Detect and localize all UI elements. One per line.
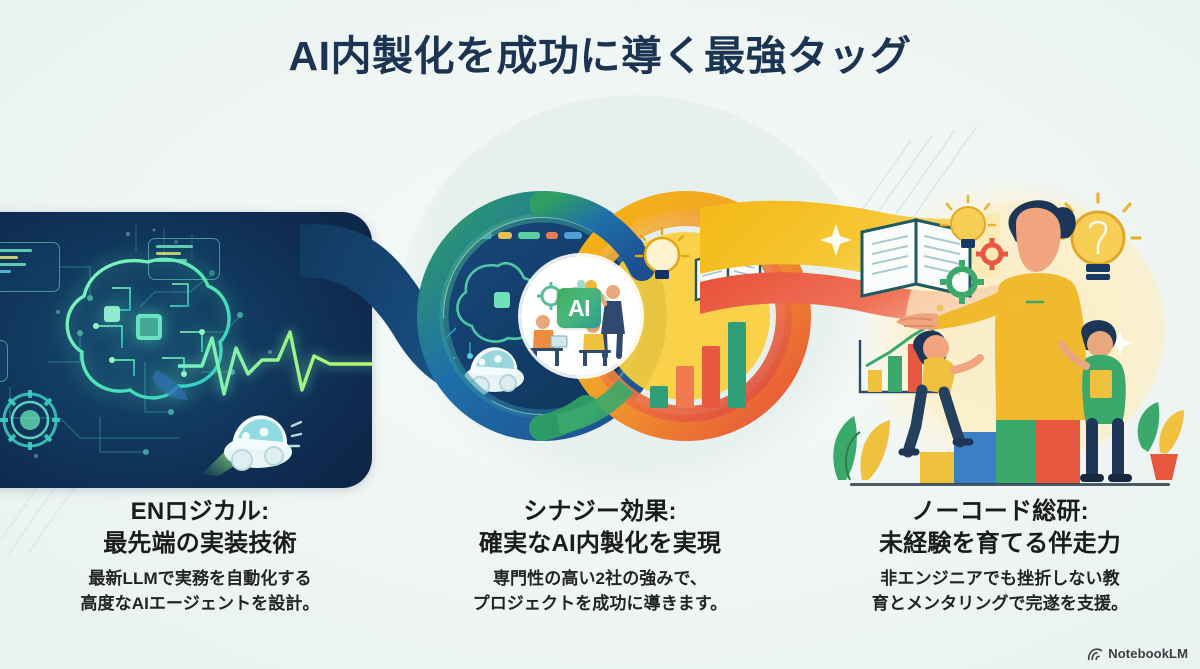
caption-heading-synergy: シナジー効果: 確実なAI内製化を実現 (410, 496, 790, 559)
notebooklm-watermark-label: NotebookLM (1108, 646, 1188, 661)
student-person-icon (1058, 320, 1132, 482)
lightbulb-icon (634, 226, 690, 279)
caption-heading-line1: シナジー効果: (523, 498, 677, 525)
page-title: AI内製化を成功に導く最強タッグ (288, 33, 912, 79)
mentor-person-icon (896, 200, 1087, 420)
caption-body-nocode-souken: 非エンジニアでも挫折しない教 育とメンタリングで完遂を支援。 (810, 567, 1190, 616)
caption-body-line2: 高度なAIエージェントを設計。 (80, 593, 320, 613)
caption-heading-line1: ENロジカル: (130, 498, 270, 525)
gear-ring-icon (0, 388, 62, 452)
ai-core-badge: AI (521, 256, 641, 376)
caption-column-synergy: シナジー効果: 確実なAI内製化を実現 専門性の高い2社の強みで、 プロジェクト… (400, 496, 800, 646)
caption-heading-line2: 最先端の実装技術 (103, 529, 297, 557)
caption-body-en-logical: 最新LLMで実務を自動化する 高度なAIエージェントを設計。 (10, 567, 390, 616)
caption-heading-en-logical: ENロジカル: 最先端の実装技術 (10, 496, 390, 559)
caption-body-synergy: 専門性の高い2社の強みで、 プロジェクトを成功に導きます。 (410, 567, 790, 616)
climbing-person-icon (898, 330, 984, 458)
robot-car-icon (202, 390, 303, 476)
caption-heading-line2: 未経験を育てる伴走力 (879, 529, 1121, 557)
illustration-center-panel: AI (390, 140, 840, 490)
open-book-icon (694, 250, 762, 302)
lightbulb-small-icon (939, 194, 997, 248)
caption-column-nocode-souken: ノーコード総研: 未経験を育てる伴走力 非エンジニアでも挫折しない教 育とメンタ… (800, 496, 1200, 646)
ground-line (850, 483, 1170, 486)
ai-chip-icon: AI (557, 288, 601, 328)
code-window-icon (0, 242, 60, 292)
illustration-right-panel (820, 180, 1200, 490)
data-panel-icon (0, 340, 8, 382)
plant-icon (833, 416, 890, 481)
caption-heading-line2: 確実なAI内製化を実現 (478, 529, 722, 557)
open-book-icon (860, 218, 972, 298)
illustration-left-panel (0, 212, 372, 488)
gear-small-icon (976, 238, 1008, 270)
caption-body-line1: 非エンジニアでも挫折しない教 (880, 569, 1120, 589)
gear-icon (940, 260, 984, 304)
caption-column-en-logical: ENロジカル: 最先端の実装技術 最新LLMで実務を自動化する 高度なAIエージ… (0, 496, 400, 646)
caption-body-line2: 育とメンタリングで完遂を支援。 (871, 593, 1129, 613)
caption-body-line2: プロジェクトを成功に導きます。 (472, 593, 728, 613)
notebooklm-watermark: NotebookLM (1087, 646, 1188, 661)
person-presenter-icon (585, 280, 625, 359)
sparkle-icon (820, 224, 1133, 356)
lightbulb-large-icon (1054, 192, 1142, 280)
caption-heading-nocode-souken: ノーコード総研: 未経験を育てる伴走力 (810, 496, 1190, 559)
plant-potted-icon (1137, 402, 1184, 480)
notebooklm-logo-icon (1088, 647, 1103, 660)
caption-row: ENロジカル: 最先端の実装技術 最新LLMで実務を自動化する 高度なAIエージ… (0, 496, 1200, 646)
caption-body-line1: 専門性の高い2社の強みで、 (492, 569, 708, 589)
caption-heading-line1: ノーコード総研: (911, 498, 1089, 525)
caption-body-line1: 最新LLMで実務を自動化する (88, 569, 312, 589)
person-seated-left-icon (529, 315, 568, 366)
